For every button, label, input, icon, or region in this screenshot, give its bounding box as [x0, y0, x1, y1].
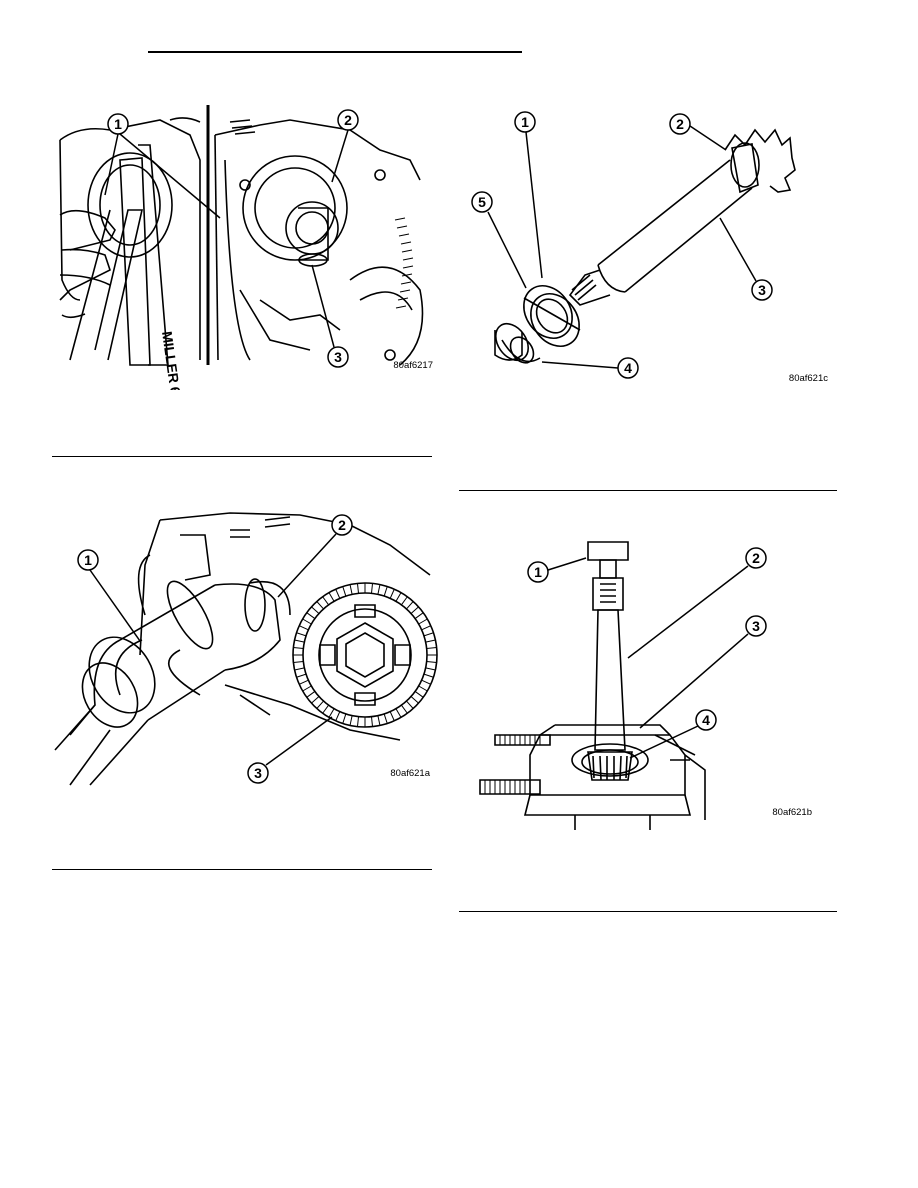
gear-tooth: [349, 715, 353, 726]
gear-tooth: [328, 708, 335, 718]
gear-tooth: [423, 673, 434, 678]
divider-rule: [52, 869, 432, 870]
gear-tooth: [425, 667, 436, 671]
figure-code: 80af621a: [390, 768, 430, 779]
figure-seal-installer: 1 2 3 80af621a: [50, 505, 440, 795]
gear-tooth: [296, 673, 307, 678]
gear-tooth: [299, 679, 309, 685]
callout-2: 2: [344, 112, 352, 128]
callout-2: 2: [676, 116, 684, 132]
gear-tooth: [421, 679, 431, 685]
gear-tooth: [395, 592, 402, 602]
gear-tooth: [401, 704, 408, 714]
gear-tooth: [401, 596, 408, 606]
gear-tooth: [383, 586, 388, 597]
callout-4: 4: [624, 360, 632, 376]
callout-3: 3: [334, 349, 342, 365]
gear-tooth: [299, 625, 309, 631]
figure-code: 80af621c: [789, 373, 828, 384]
gear-tooth: [410, 606, 419, 614]
callout-3: 3: [752, 618, 760, 634]
gear-tooth: [356, 716, 360, 727]
callout-4: 4: [702, 712, 710, 728]
gear-tooth: [418, 685, 428, 692]
gear-tooth: [296, 632, 307, 637]
gear-tooth: [426, 660, 437, 664]
gear-tooth: [370, 583, 374, 594]
figure-shaft-bearing-illustration: 1 2 3 4 5 80af621c: [471, 111, 828, 384]
gear-tooth: [377, 715, 381, 726]
gear-tooth: [335, 589, 341, 599]
callout-1: 1: [521, 114, 529, 130]
figure-shaft-bearing: 1 2 3 4 5 80af621c: [460, 100, 840, 390]
gear-tooth: [293, 646, 304, 650]
callout-1: 1: [114, 116, 122, 132]
gear-tooth: [335, 711, 341, 721]
gear-tooth: [414, 612, 424, 619]
gear-tooth: [389, 589, 395, 599]
gear-tooth: [370, 716, 374, 727]
gear-tooth: [311, 606, 320, 614]
callout-3: 3: [254, 765, 262, 781]
gear-tooth: [421, 625, 431, 631]
gear-tooth: [293, 660, 304, 664]
figure-code: 80af621b: [772, 807, 812, 818]
divider-rule: [459, 911, 837, 912]
callout-1: 1: [534, 564, 542, 580]
figure-seal-removal-illustration: MILLER 6051 1 2 3 80af6217: [59, 105, 433, 390]
gear-tooth: [426, 646, 437, 650]
gear-tooth: [383, 713, 388, 724]
gear-tooth: [377, 584, 381, 595]
gear-tooth: [406, 601, 414, 610]
gear-tooth: [349, 584, 353, 595]
callout-2: 2: [338, 517, 346, 533]
gear-tooth: [410, 696, 419, 704]
gear-tooth: [425, 639, 436, 643]
gear-tooth: [322, 704, 329, 714]
gear-tooth: [342, 586, 347, 597]
callout-5: 5: [478, 194, 486, 210]
gear-tooth: [316, 700, 324, 709]
gear-tooth: [395, 708, 402, 718]
figure-bearing-press-illustration: 1 2 3 4 80af621b: [479, 541, 812, 830]
gear-tooth: [322, 596, 329, 606]
gear-tooth: [302, 618, 312, 625]
gear-tooth: [306, 691, 316, 698]
gear-tooth: [316, 601, 324, 610]
gear-tooth: [294, 667, 305, 671]
gear-tooth: [423, 632, 434, 637]
gear-tooth: [418, 618, 428, 625]
gear-tooth: [328, 592, 335, 602]
divider-rule: [52, 456, 432, 457]
gear-tooth: [294, 639, 305, 643]
gear-tooth: [306, 612, 316, 619]
callout-2: 2: [752, 550, 760, 566]
gear-tooth: [414, 691, 424, 698]
figure-seal-removal: MILLER 6051 1 2 3 80af6217: [50, 100, 440, 390]
callout-3: 3: [758, 282, 766, 298]
gear-tooth: [342, 713, 347, 724]
header-rule: [148, 51, 522, 53]
figure-code: 80af6217: [393, 360, 433, 371]
divider-rule: [459, 490, 837, 491]
tool-label: MILLER 6051: [159, 330, 187, 390]
figure-seal-installer-illustration: 1 2 3 80af621a: [54, 512, 438, 786]
callout-1: 1: [84, 552, 92, 568]
gear-tooth: [389, 711, 395, 721]
gear-tooth: [311, 696, 320, 704]
gear-tooth: [406, 700, 414, 709]
figure-bearing-press: 1 2 3 4 80af621b: [460, 530, 840, 830]
gear-tooth: [302, 685, 312, 692]
gear-tooth: [356, 583, 360, 594]
